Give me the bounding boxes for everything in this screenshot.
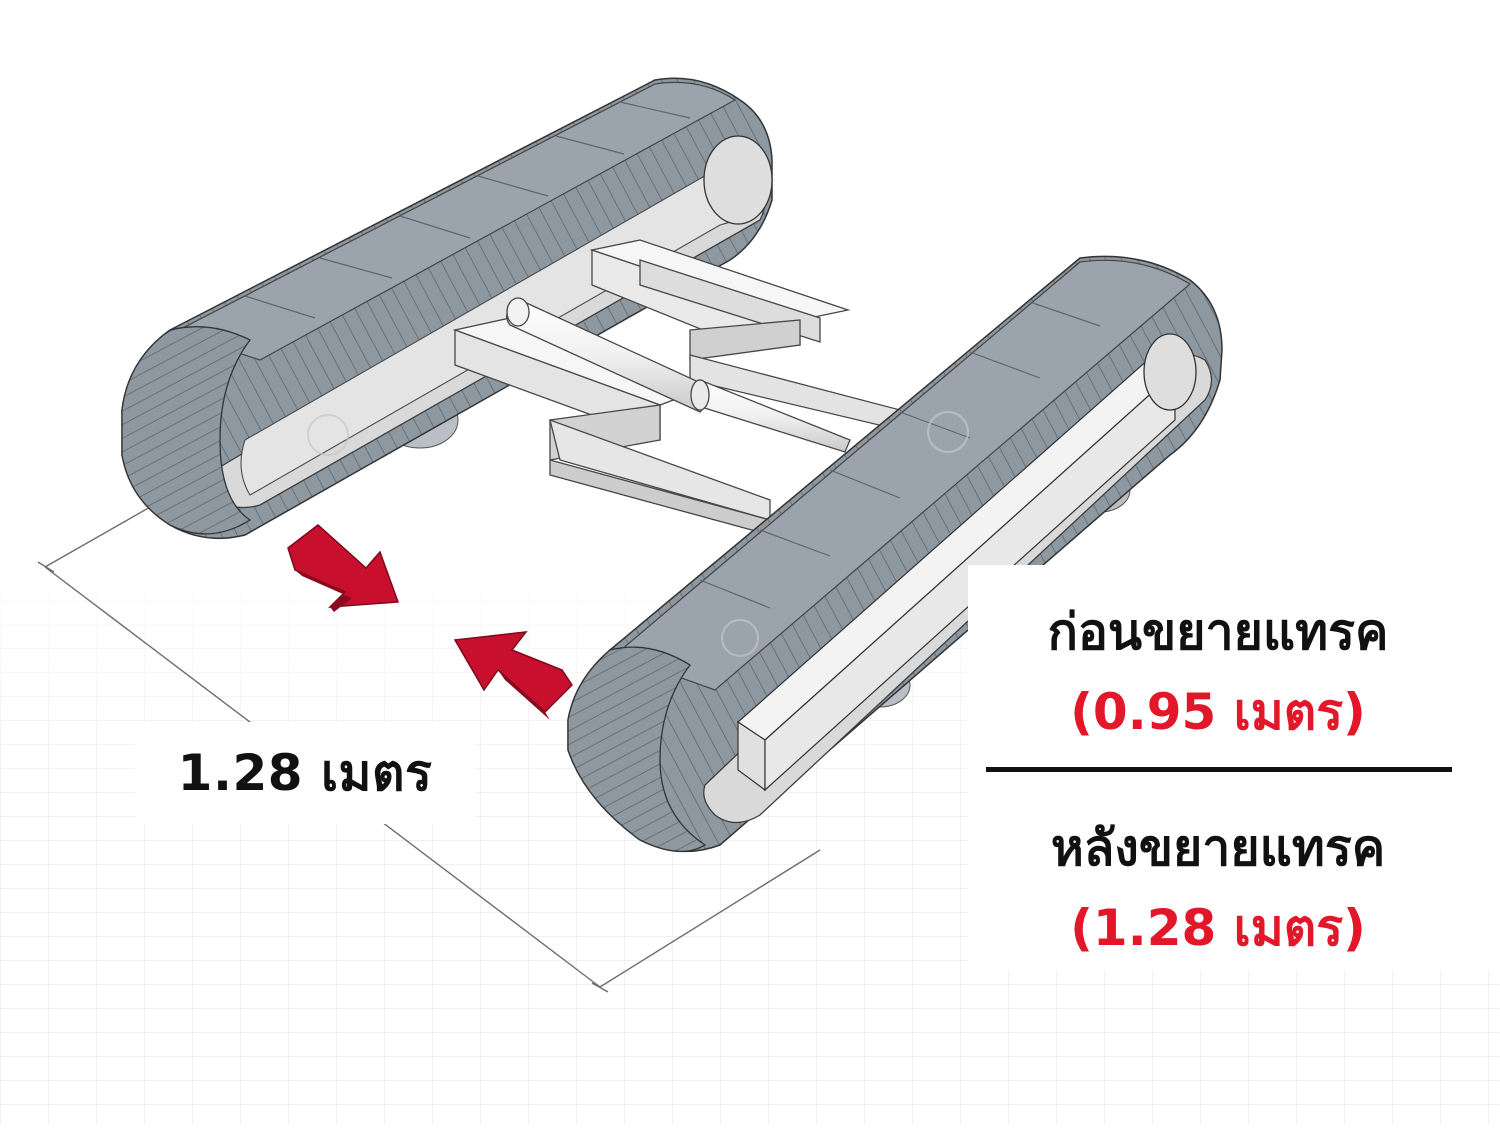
before-extension-title: ก่อนขยายแทรค xyxy=(1047,603,1389,661)
before-extension-value: (0.95 เมตร) xyxy=(1070,683,1366,741)
after-extension-title: หลังขยายแทรค xyxy=(1050,819,1386,877)
watermark-gear-icon xyxy=(307,411,969,657)
arrow-left-icon xyxy=(453,631,573,720)
after-extension-value: (1.28 เมตร) xyxy=(1070,899,1366,957)
track-width-info-panel: ก่อนขยายแทรค (0.95 เมตร) หลังขยายแทรค (1… xyxy=(968,565,1500,970)
extension-frame xyxy=(452,239,901,536)
info-divider xyxy=(986,767,1452,772)
dimension-label: 1.28 เมตร xyxy=(177,743,433,802)
arrow-right-icon xyxy=(287,524,400,612)
right-crawler-track xyxy=(567,255,1223,853)
dimension-label-box: 1.28 เมตร xyxy=(135,722,475,824)
